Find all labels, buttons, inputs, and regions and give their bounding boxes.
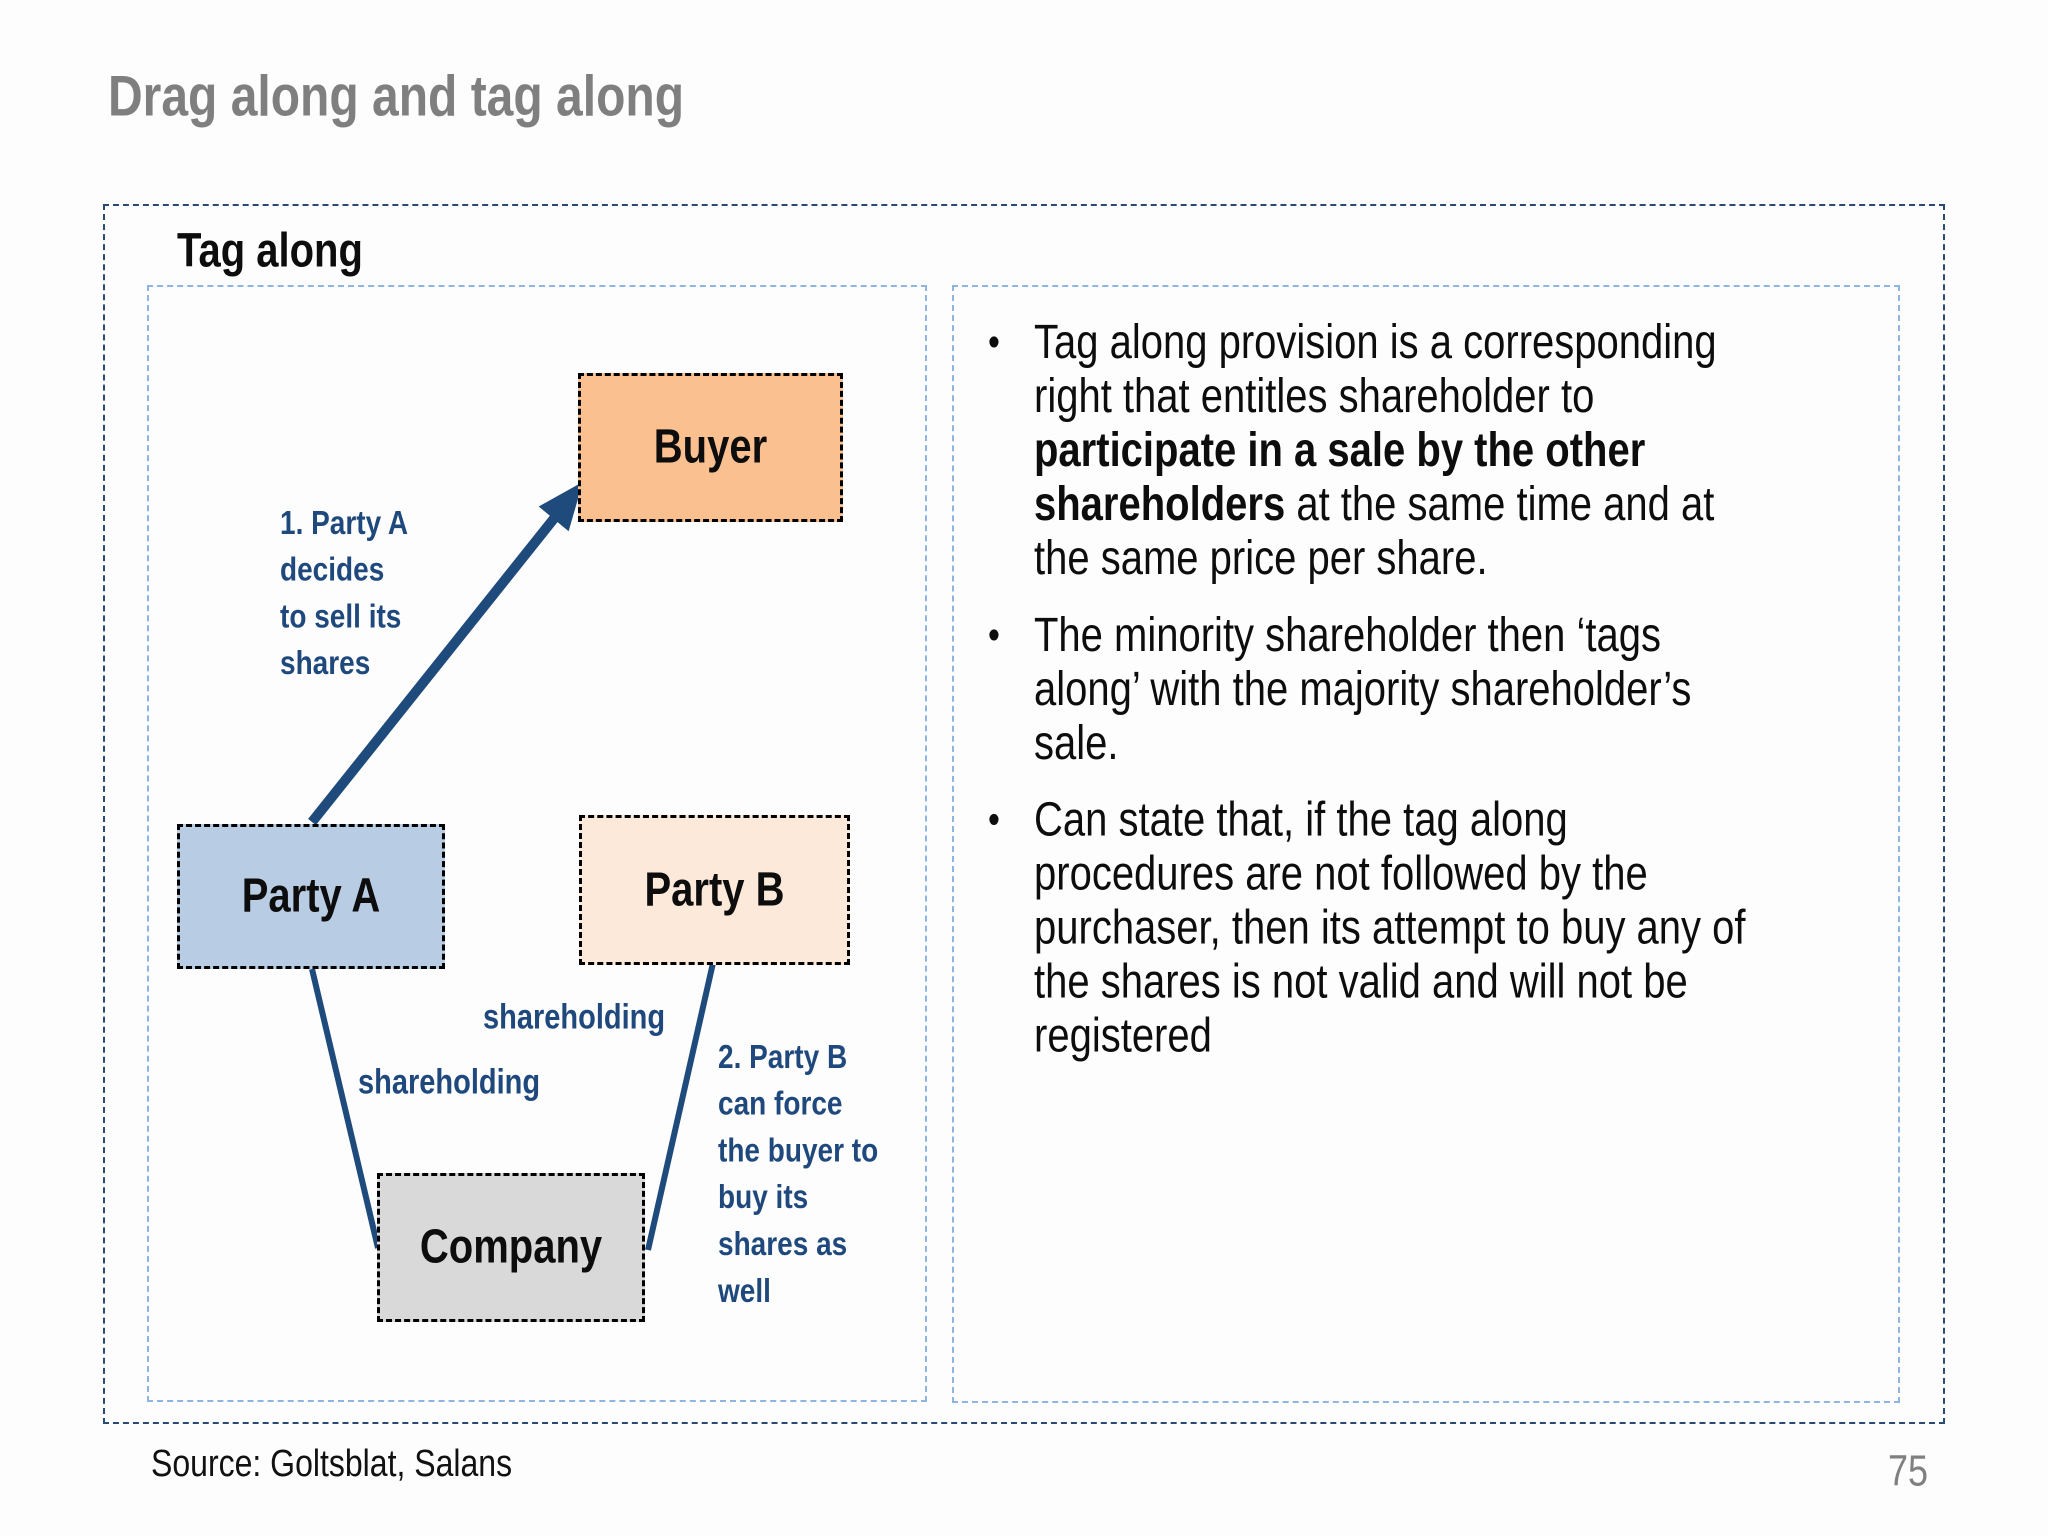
node-buyer-label: Buyer — [653, 420, 768, 474]
source-note: Source: Goltsblat, Salans — [151, 1441, 513, 1485]
text-panel — [952, 285, 1900, 1403]
diagram-panel — [147, 285, 927, 1402]
node-buyer: Buyer — [578, 373, 843, 522]
page-number: 75 — [1888, 1446, 1929, 1496]
shareholding-label-right: shareholding — [483, 998, 666, 1037]
node-company-label: Company — [419, 1220, 603, 1274]
node-party-a: Party A — [177, 824, 445, 969]
bullet-marker: • — [988, 319, 1000, 366]
tag-along-outer-box — [103, 204, 1945, 1424]
node-company: Company — [377, 1173, 645, 1322]
node-party-b-label: Party B — [644, 863, 785, 916]
section-heading: Tag along — [177, 224, 363, 278]
node-party-a-label: Party A — [241, 869, 381, 923]
bullet-marker: • — [988, 612, 1000, 658]
shareholding-label-left: shareholding — [358, 1063, 541, 1102]
page-title: Drag along and tag along — [108, 65, 685, 129]
node-party-b: Party B — [579, 815, 850, 965]
bullet-marker: • — [988, 797, 1000, 843]
